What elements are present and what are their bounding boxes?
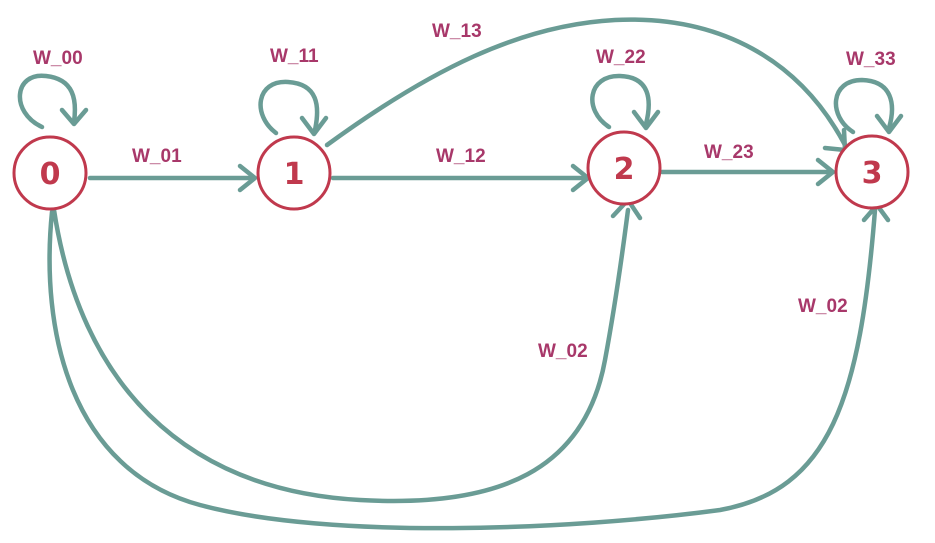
- node-0-circle: [12, 135, 88, 211]
- node-0: 0: [12, 135, 88, 211]
- edge-22: [590, 73, 651, 130]
- edge-label-11: W_11: [270, 46, 319, 67]
- edge-label-12: W_12: [436, 146, 486, 167]
- node-2: 2: [586, 130, 662, 206]
- edge-01-arrowhead: [237, 163, 258, 193]
- node-1-label: 1: [284, 157, 305, 192]
- edge-22-arrowhead: [631, 109, 661, 131]
- edge-11-arrowhead: [299, 115, 329, 137]
- node-1-circle: [256, 135, 332, 211]
- edge-label-01: W_01: [132, 146, 182, 167]
- edge-23-arrowhead: [815, 157, 836, 187]
- edge-33-arrowhead: [874, 113, 904, 135]
- node-3-label: 3: [862, 156, 883, 191]
- edges: [17, 17, 904, 531]
- edge-33: [833, 77, 895, 135]
- edge-labels: W_00 W_11 W_22 W_33 W_01 W_12 W_23 W_13 …: [33, 21, 896, 362]
- edge-02b: [47, 207, 878, 531]
- edge-label-02a: W_02: [538, 341, 588, 362]
- node-2-circle: [586, 130, 662, 206]
- edge-00-arrowhead: [59, 107, 89, 127]
- node-2-label: 2: [614, 152, 635, 187]
- edge-label-00: W_00: [33, 48, 83, 69]
- node-1: 1: [256, 135, 332, 211]
- node-0-label: 0: [40, 157, 61, 192]
- node-3-circle: [834, 134, 910, 210]
- edge-label-23: W_23: [704, 142, 754, 163]
- edge-label-02b: W_02: [798, 296, 848, 317]
- edge-02a: [51, 207, 631, 504]
- edge-label-33: W_33: [846, 49, 896, 70]
- node-3: 3: [834, 134, 910, 210]
- edge-13: [324, 17, 848, 148]
- edge-label-13: W_13: [432, 21, 482, 42]
- edge-label-22: W_22: [596, 47, 646, 68]
- edge-11: [258, 79, 320, 136]
- edge-00: [17, 73, 78, 130]
